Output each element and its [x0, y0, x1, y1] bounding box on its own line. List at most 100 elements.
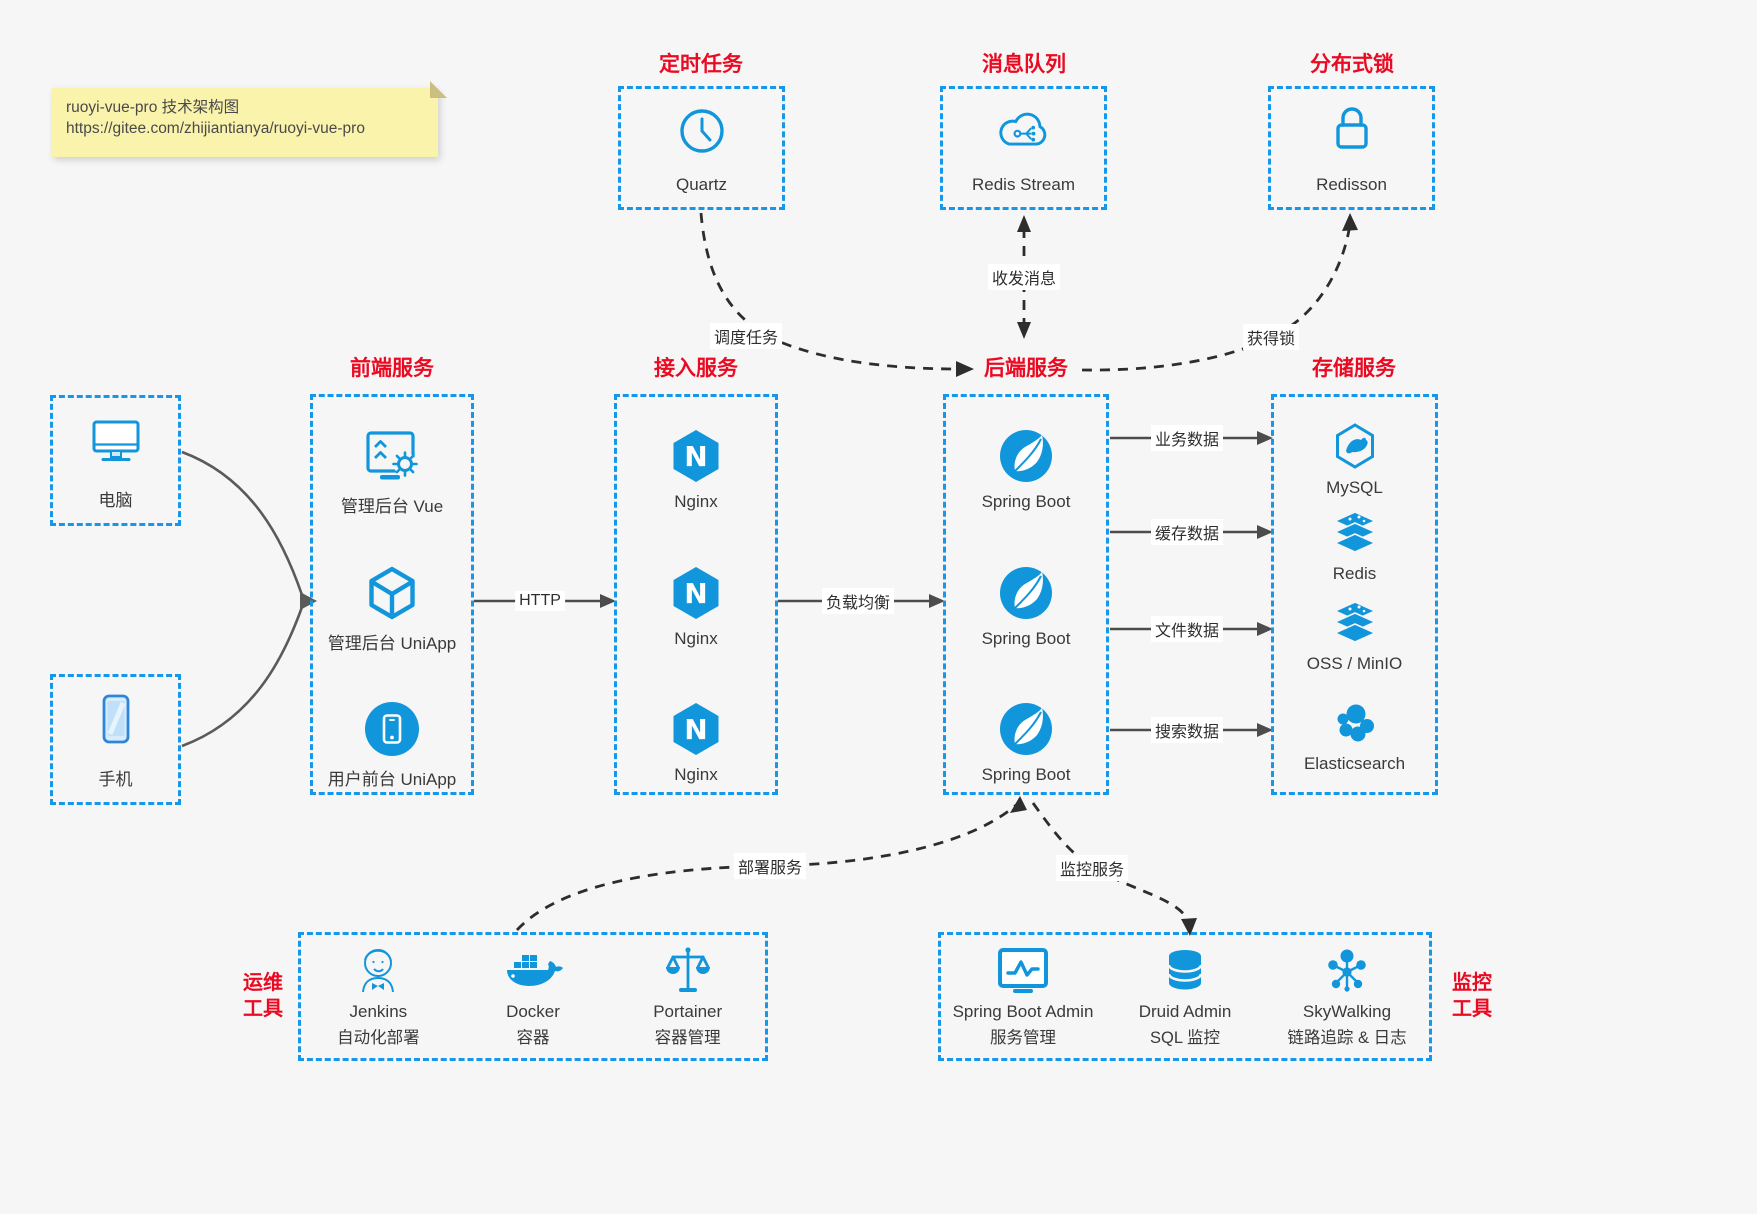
topology-icon: [1267, 943, 1427, 999]
schedule-arrowhead: [956, 361, 974, 377]
druid-admin-name: Druid Admin: [1138, 1002, 1232, 1021]
nginx-icon: N: [617, 698, 775, 760]
phone-icon: [53, 691, 178, 747]
redis-label: Redis: [1332, 564, 1377, 583]
box-ops-tools: Jenkins 自动化部署 Docker 容器: [298, 932, 768, 1061]
admin-screen-gear-icon: [313, 425, 471, 487]
lock-arrowhead: [1342, 213, 1358, 231]
portainer-icon: [610, 943, 765, 999]
box-client-phone: 手机: [50, 674, 181, 805]
mobile-circle-icon: [313, 698, 471, 760]
nginx-label: Nginx: [674, 629, 718, 648]
title-access-services: 接入服务: [654, 357, 738, 380]
note-title: ruoyi-vue-pro 技术架构图: [66, 99, 240, 116]
spring-boot-label: Spring Boot: [981, 492, 1071, 511]
tool-jenkins: Jenkins 自动化部署: [301, 943, 456, 1048]
edge-label-cache-data: 缓存数据: [1150, 519, 1224, 545]
access-item-nginx-2: N Nginx: [617, 562, 775, 649]
svg-text:N: N: [684, 577, 707, 610]
frontend-item-vue: 管理后台 Vue: [313, 425, 471, 517]
edge-label-monitor: 监控服务: [1055, 855, 1129, 881]
edge-label-business-data: 业务数据: [1150, 425, 1224, 451]
deploy-arrowhead: [1010, 796, 1027, 813]
storage-item-redis: Redis: [1274, 505, 1435, 584]
box-storage-services: MySQL Redis OSS: [1271, 394, 1438, 795]
nginx-icon: N: [617, 562, 775, 624]
spring-boot-admin-name: Spring Boot Admin: [952, 1002, 1094, 1021]
monitor-chart-icon: [943, 943, 1103, 999]
redis-stream-label: Redis Stream: [972, 175, 1075, 194]
client-phone-label: 手机: [98, 770, 133, 789]
frontend-item-user-uniapp: 用户前台 UniApp: [313, 698, 471, 790]
skywalking-name: SkyWalking: [1302, 1002, 1392, 1021]
mysql-label: MySQL: [1326, 478, 1383, 497]
cloud-stream-icon: [943, 109, 1104, 155]
sticky-note: ruoyi-vue-pro 技术架构图 https://gitee.com/zh…: [52, 81, 447, 157]
spring-boot-icon: [946, 698, 1106, 760]
client-converge-curves: [181, 450, 304, 748]
docker-icon: [456, 943, 611, 999]
title-scheduled-tasks: 定时任务: [659, 53, 743, 76]
storage-item-oss-minio: OSS / MinIO: [1274, 595, 1435, 674]
desktop-icon: [53, 416, 178, 464]
jenkins-name: Jenkins: [349, 1002, 408, 1021]
lock-icon: [1271, 101, 1432, 157]
title-frontend-services: 前端服务: [350, 357, 434, 380]
nginx-label: Nginx: [674, 492, 718, 511]
clock-icon: [621, 105, 782, 157]
access-item-nginx-3: N Nginx: [617, 698, 775, 785]
spring-boot-label: Spring Boot: [981, 629, 1071, 648]
spring-boot-admin-desc: 服务管理: [990, 1029, 1056, 1047]
quartz-label: Quartz: [675, 175, 728, 194]
edge-label-http: HTTP: [515, 591, 565, 611]
edge-label-lock: 获得锁: [1242, 324, 1300, 350]
box-quartz: Quartz: [618, 86, 785, 210]
oss-minio-label: OSS / MinIO: [1306, 654, 1403, 673]
redis-stack-icon: [1274, 505, 1435, 559]
frontend-item-admin-uniapp: 管理后台 UniApp: [313, 562, 471, 654]
backend-item-springboot-1: Spring Boot: [946, 425, 1106, 512]
mysql-icon: [1274, 419, 1435, 473]
docker-name: Docker: [506, 1002, 560, 1021]
title-backend-services: 后端服务: [984, 357, 1068, 380]
nginx-icon: N: [617, 425, 775, 487]
monitor-tools-side-label: 监控 工具: [1452, 972, 1492, 1020]
nginx-label: Nginx: [674, 765, 718, 784]
edge-label-search-data: 搜索数据: [1150, 717, 1224, 743]
frontend-admin-uniapp-label: 管理后台 UniApp: [327, 634, 457, 653]
druid-admin-desc: SQL 监控: [1150, 1029, 1220, 1047]
elasticsearch-label: Elasticsearch: [1303, 754, 1406, 773]
tool-docker: Docker 容器: [456, 943, 611, 1048]
data-arrows: [1110, 436, 1259, 732]
redisson-label: Redisson: [1316, 175, 1387, 194]
box-backend-services: Spring Boot Spring Boot Spring Boot: [943, 394, 1109, 795]
box-monitor-tools: Spring Boot Admin 服务管理 Druid Admin SQL 监…: [938, 932, 1432, 1061]
svg-text:N: N: [684, 713, 707, 746]
skywalking-desc: 链路追踪 & 日志: [1287, 1029, 1407, 1047]
storage-item-mysql: MySQL: [1274, 419, 1435, 498]
jenkins-desc: 自动化部署: [337, 1029, 420, 1047]
access-item-nginx-1: N Nginx: [617, 425, 775, 512]
note-fold-corner: [430, 81, 447, 98]
note-url: https://gitee.com/zhijiantianya/ruoyi-vu…: [66, 120, 365, 137]
portainer-name: Portainer: [653, 1002, 723, 1021]
backend-item-springboot-2: Spring Boot: [946, 562, 1106, 649]
docker-desc: 容器: [516, 1029, 550, 1047]
edge-label-message: 收发消息: [987, 264, 1061, 290]
jenkins-icon: [301, 943, 456, 999]
title-storage-services: 存储服务: [1312, 357, 1396, 380]
spring-boot-label: Spring Boot: [981, 765, 1071, 784]
message-arrowhead-down: [1017, 322, 1031, 339]
title-message-queue: 消息队列: [982, 53, 1066, 76]
frontend-user-uniapp-label: 用户前台 UniApp: [327, 770, 457, 789]
ops-tools-side-label: 运维 工具: [243, 972, 283, 1020]
edge-label-schedule: 调度任务: [709, 323, 783, 349]
database-icon: [1105, 943, 1265, 999]
svg-text:N: N: [684, 440, 707, 473]
cube-icon: [313, 562, 471, 624]
portainer-desc: 容器管理: [654, 1029, 721, 1047]
tool-druid-admin: Druid Admin SQL 监控: [1105, 943, 1265, 1048]
spring-boot-icon: [946, 425, 1106, 487]
box-client-pc: 电脑: [50, 395, 181, 526]
